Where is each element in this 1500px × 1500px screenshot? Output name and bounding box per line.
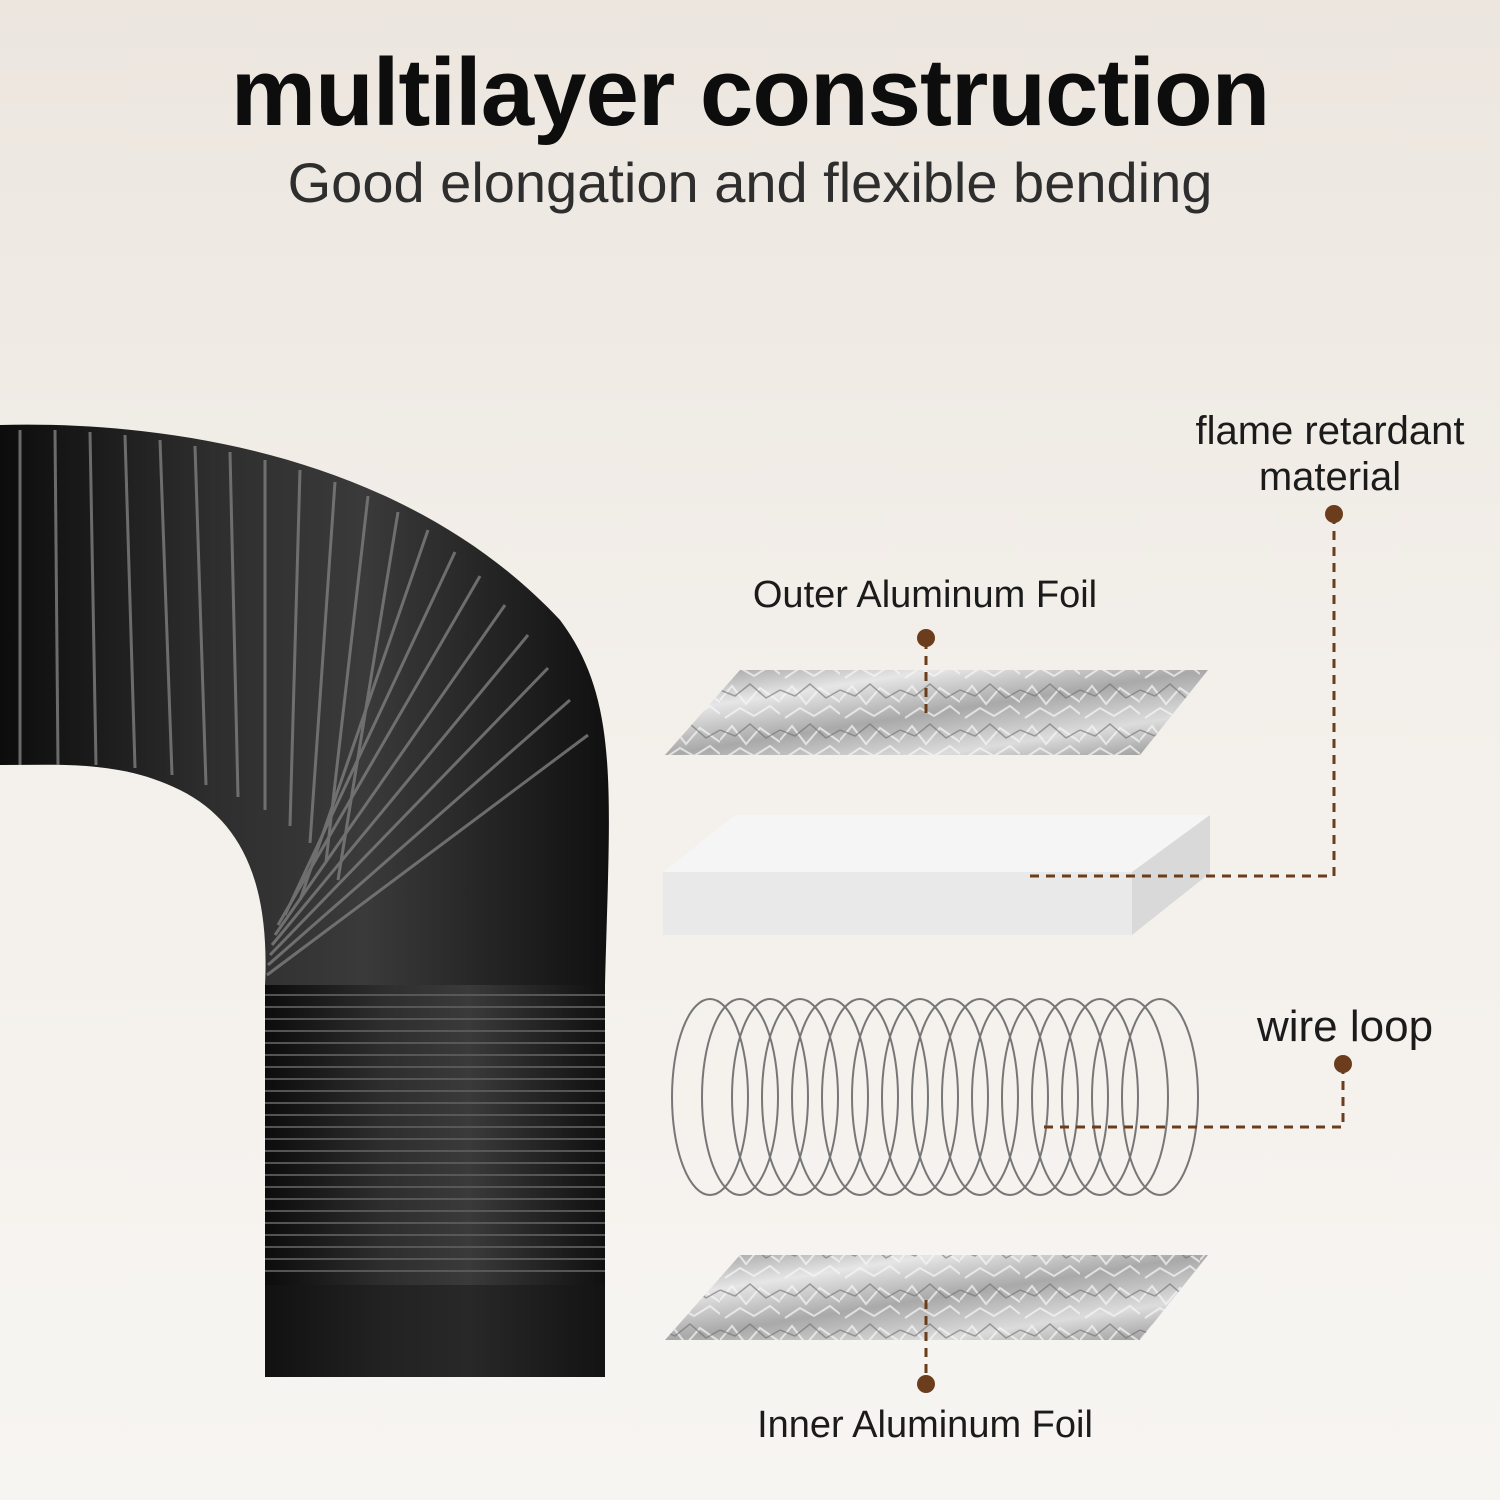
label-flame-retardant: flame retardant material xyxy=(1160,408,1500,500)
flame-retardant-slab xyxy=(663,815,1210,935)
hose xyxy=(0,424,609,1377)
callout-dot-wire xyxy=(1334,1055,1352,1073)
callout-dot-inner-foil xyxy=(917,1375,935,1393)
callout-dot-flame xyxy=(1325,505,1343,523)
hose-bend xyxy=(0,424,609,985)
wire-loop-coil xyxy=(671,998,1199,1196)
inner-foil-sheet xyxy=(665,1255,1208,1340)
callout-line-flame xyxy=(1030,515,1336,878)
callout-dot-outer-foil xyxy=(917,629,935,647)
label-inner-foil: Inner Aluminum Foil xyxy=(757,1404,1093,1446)
callout-line-wire xyxy=(1040,1065,1345,1129)
label-flame-retardant-line1: flame retardant xyxy=(1195,409,1465,453)
page-subtitle: Good elongation and flexible bending xyxy=(287,151,1213,214)
hose-straight-ribs xyxy=(265,994,605,1272)
outer-foil-sheet xyxy=(665,670,1208,755)
label-outer-foil: Outer Aluminum Foil xyxy=(752,574,1098,616)
hose-bend-ribs xyxy=(18,429,589,977)
page-title: multilayer construction xyxy=(230,39,1271,146)
label-flame-retardant-line2: material xyxy=(1258,455,1402,499)
label-wire-loop: wire loop xyxy=(1256,1002,1434,1051)
